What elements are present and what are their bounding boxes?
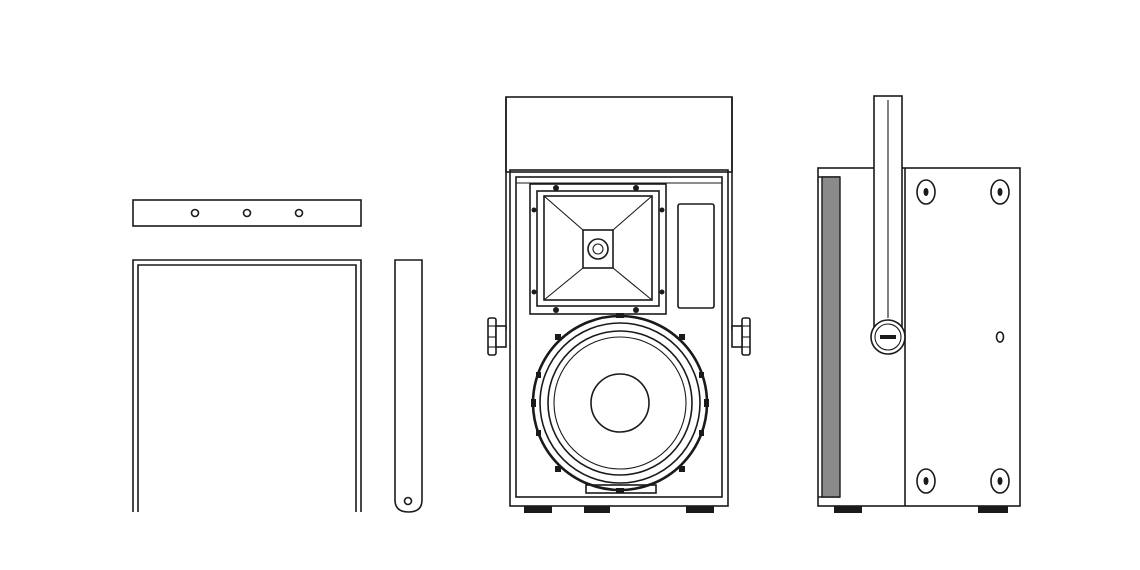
cabinet-outline (509, 169, 729, 507)
bracket-top-bar-holes (190, 208, 304, 218)
side-fixing-hole (995, 331, 1005, 343)
rigging-point (990, 468, 1010, 494)
speaker-front-feet (524, 506, 714, 513)
bracket-side-hole (403, 496, 413, 506)
speaker-front-view (487, 96, 751, 513)
side-cabinet-outline (817, 167, 1021, 507)
bracket-u-frame (132, 259, 362, 512)
bracket-side-bar (394, 259, 423, 513)
yoke-bracket-front-view (132, 199, 362, 512)
yoke-bracket-side-view (394, 259, 423, 513)
side-mount-knob (870, 319, 906, 355)
handle-bracket (873, 95, 903, 337)
speaker-side-feet (834, 506, 1008, 513)
woofer-driver (531, 313, 709, 493)
horn-tweeter (529, 183, 667, 315)
woofer-clamps (531, 313, 709, 493)
rigging-point (990, 179, 1010, 205)
rigging-point (916, 468, 936, 494)
front-baffle (515, 176, 723, 498)
rigging-point (916, 179, 936, 205)
rigging-points (916, 179, 1010, 494)
side-panel (677, 203, 715, 309)
grille-edge (821, 176, 841, 498)
bracket-top-bar (132, 199, 362, 227)
mount-knob-right (731, 317, 751, 356)
speaker-side-view (817, 95, 1021, 513)
mount-knob-left (487, 317, 507, 356)
